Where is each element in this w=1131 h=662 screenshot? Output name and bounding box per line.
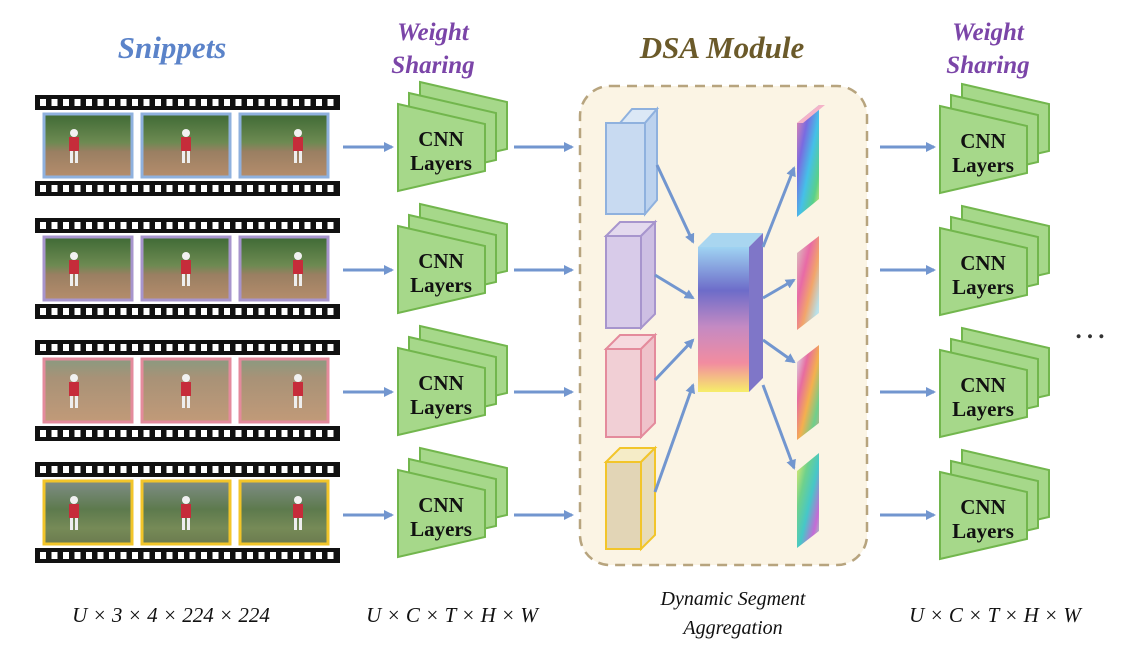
film-strip-3 xyxy=(35,340,340,441)
cnn-label-line1: CNN xyxy=(960,495,1006,519)
cnn-label-line1: CNN xyxy=(960,129,1006,153)
snippet-frame xyxy=(238,235,330,302)
cnn-label-line1: CNN xyxy=(418,249,464,273)
dsa-output-slab-4 xyxy=(797,453,819,548)
snippet-frame xyxy=(140,479,232,546)
ellipsis: … xyxy=(1073,309,1107,346)
weight-sharing-right-line2: Sharing xyxy=(946,52,1029,79)
dsa-output-slab-1 xyxy=(797,105,825,217)
weight-sharing-left-line1: Weight xyxy=(397,19,470,46)
snippet-frame xyxy=(42,479,134,546)
film-strip-1 xyxy=(35,95,340,196)
cnn-label-line1: CNN xyxy=(418,127,464,151)
weight-sharing-left-line2: Sharing xyxy=(391,52,474,79)
dsa-internal-arrows xyxy=(653,164,796,493)
dsa-module-title: DSA Module xyxy=(639,30,805,65)
film-strip-2 xyxy=(35,218,340,319)
snippets-title: Snippets xyxy=(118,30,227,65)
cnn-label-line1: CNN xyxy=(960,373,1006,397)
snippet-frame xyxy=(42,357,134,424)
snippet-frame xyxy=(238,479,330,546)
cnn-label-line2: Layers xyxy=(952,519,1014,543)
film-strips xyxy=(35,95,340,563)
cnn-label-line2: Layers xyxy=(410,517,472,541)
cnn-label-line2: Layers xyxy=(410,273,472,297)
dsa-caption-line2: Aggregation xyxy=(681,617,782,639)
cnn-label-line2: Layers xyxy=(952,275,1014,299)
dsa-input-slab-purple xyxy=(603,219,658,331)
dsa-input-slab-pink xyxy=(603,332,658,440)
snippet-frame xyxy=(42,112,134,179)
cnn-label-line1: CNN xyxy=(418,371,464,395)
film-strip-4 xyxy=(35,462,340,563)
cnn-label-line2: Layers xyxy=(952,153,1014,177)
snippet-frame xyxy=(140,112,232,179)
cnn-label-line2: Layers xyxy=(410,395,472,419)
dsa-output-slab-2 xyxy=(797,236,819,330)
features-left-dims-label: U × C × T × H × W xyxy=(366,603,540,627)
weight-sharing-right-line1: Weight xyxy=(952,19,1025,46)
cnn-label-line1: CNN xyxy=(418,493,464,517)
input-dims-label: U × 3 × 4 × 224 × 224 xyxy=(72,603,270,627)
cnn-label-line1: CNN xyxy=(960,251,1006,275)
horizontal-arrows xyxy=(343,142,936,520)
snippet-frame xyxy=(140,357,232,424)
cnn-label-line2: Layers xyxy=(952,397,1014,421)
cnn-label-line2: Layers xyxy=(410,151,472,175)
dsa-caption-line1: Dynamic Segment xyxy=(660,588,806,610)
snippet-frame xyxy=(42,235,134,302)
snippet-frame xyxy=(238,112,330,179)
dsa-aggregated-block xyxy=(698,233,763,392)
dsa-output-slab-3 xyxy=(797,345,819,440)
dsa-input-slab-blue xyxy=(605,106,660,217)
dsa-input-slab-yellow xyxy=(603,445,658,552)
snippet-frame xyxy=(238,357,330,424)
snippet-frame xyxy=(140,235,232,302)
features-right-dims-label: U × C × T × H × W xyxy=(909,603,1083,627)
